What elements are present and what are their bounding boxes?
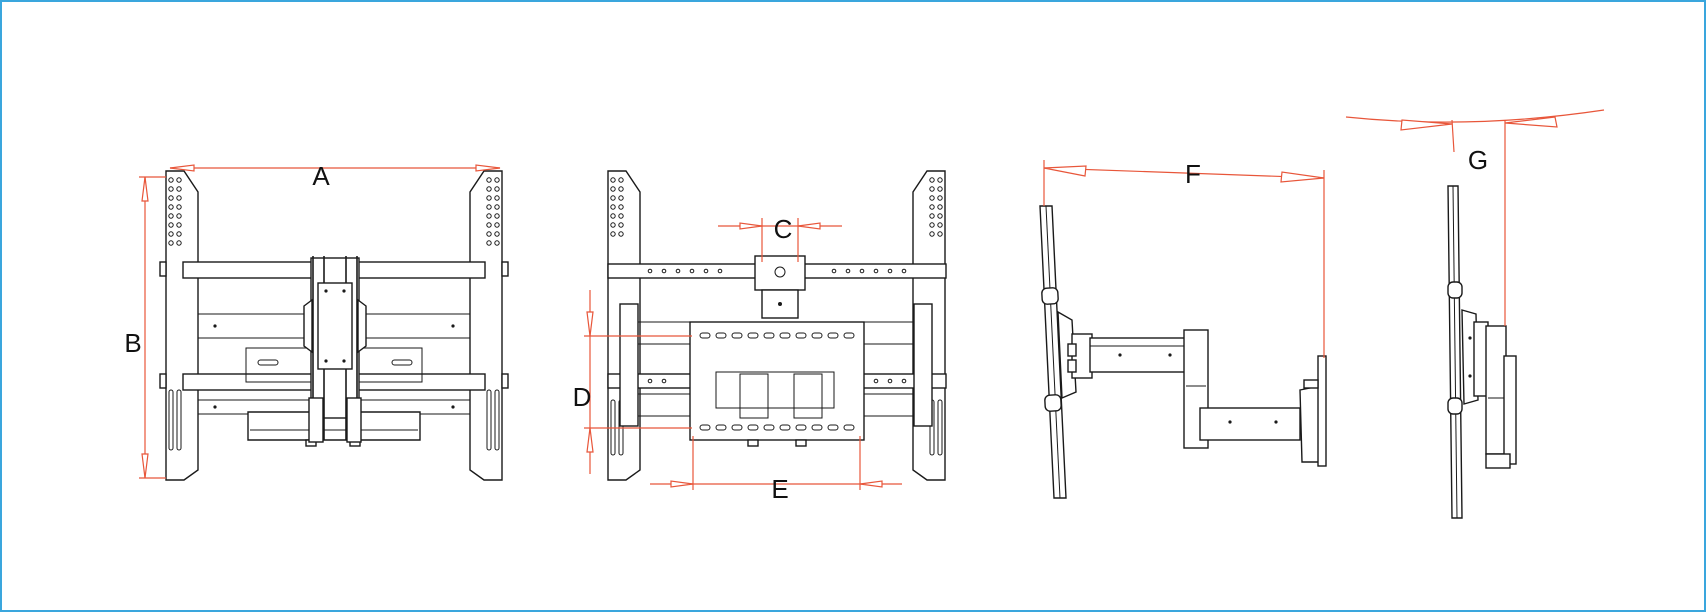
dimension-g: G [1345,109,1605,326]
folded-arm [1485,325,1507,455]
view-front-folded [159,170,509,481]
dimension-b: B [124,176,166,479]
label-c: C [774,214,793,244]
dimension-a: A [169,161,501,191]
label-g: G [1468,145,1488,175]
right-rail-holes [486,177,500,451]
left-rail [165,170,199,481]
lower-housing [247,411,421,441]
label-e: E [771,474,788,504]
dimension-c: C [718,214,842,262]
label-f: F [1185,159,1201,189]
upper-arm [1089,337,1201,373]
view-front-plate [607,170,947,481]
view-side-folded [1447,185,1517,519]
dimension-e: E [650,436,902,504]
left-rail-holes [168,177,182,451]
label-b: B [124,328,141,358]
label-d: D [573,382,592,412]
view-side-extended [1039,205,1327,499]
lower-arm [1199,407,1301,441]
top-bracket [754,255,806,291]
label-a: A [312,161,330,191]
central-plate [689,321,865,441]
right-side-arm [913,303,933,427]
dimension-f: F [1043,159,1325,358]
left-side-arm [619,303,639,427]
dimension-d: D [573,290,692,474]
right-rail [469,170,503,481]
